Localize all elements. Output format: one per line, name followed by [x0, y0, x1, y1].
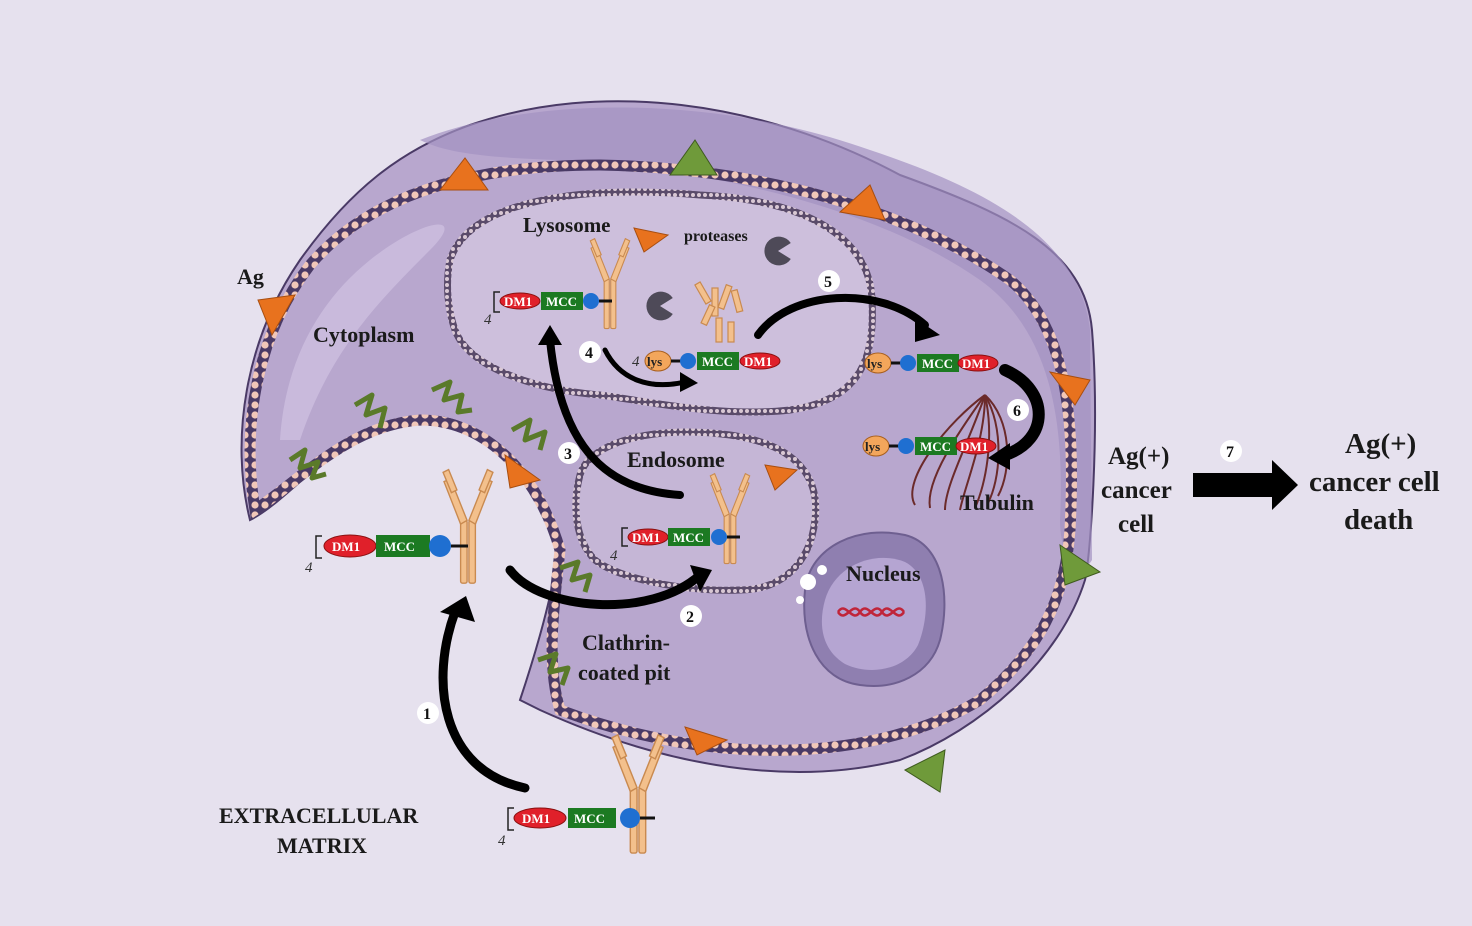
label-cell-1: Ag(+) — [1108, 443, 1169, 470]
svg-text:DM1: DM1 — [522, 811, 550, 826]
antigen-green — [1059, 543, 1102, 586]
step-badge-1: 1 — [417, 702, 439, 724]
payload-pit: 4 DM1 MCC — [305, 534, 468, 576]
svg-text:4: 4 — [305, 560, 313, 576]
svg-text:7: 7 — [1226, 444, 1234, 461]
antigen-green — [903, 749, 946, 793]
label-extracellular: EXTRACELLULAR — [219, 803, 419, 828]
label-death-2: cancer cell — [1309, 466, 1440, 498]
step-badge-3: 3 — [558, 442, 580, 464]
arrow-step-4 — [602, 347, 688, 388]
svg-text:4: 4 — [484, 312, 492, 328]
arrow-step-3 — [546, 336, 684, 499]
label-cell-2: cancer — [1101, 477, 1172, 504]
svg-text:4: 4 — [585, 345, 593, 362]
antibody-extracellular — [611, 734, 665, 854]
svg-text:5: 5 — [824, 274, 832, 291]
label-endosome: Endosome — [627, 447, 725, 472]
label-lysosome: Lysosome — [523, 213, 611, 237]
label-ag: Ag — [237, 264, 264, 289]
svg-text:4: 4 — [632, 354, 640, 370]
antibody-pit — [441, 468, 495, 585]
process-arrows — [438, 293, 1298, 793]
arrow-step-1 — [438, 607, 530, 793]
label-matrix: MATRIX — [277, 833, 367, 858]
label-tubulin: Tubulin — [960, 490, 1034, 515]
arrow-step-2 — [505, 565, 705, 610]
endosome — [572, 428, 820, 594]
lys-mcc-dm1-released: lys MCC DM1 — [864, 352, 999, 374]
step-badge-6: 6 — [1007, 399, 1029, 421]
clathrin-molecules — [288, 379, 593, 686]
svg-text:MCC: MCC — [702, 354, 733, 369]
svg-text:1: 1 — [423, 706, 431, 723]
arrow-step-6 — [999, 364, 1045, 461]
svg-text:DM1: DM1 — [504, 294, 532, 309]
lys-mcc-dm1-tubulin: lys MCC DM1 — [862, 435, 997, 457]
svg-text:2: 2 — [686, 609, 694, 626]
svg-text:lys: lys — [867, 356, 882, 371]
svg-text:DM1: DM1 — [960, 439, 988, 454]
svg-text:DM1: DM1 — [632, 530, 660, 545]
nucleus — [796, 531, 946, 687]
svg-text:MCC: MCC — [922, 356, 953, 371]
svg-text:DM1: DM1 — [962, 356, 990, 371]
antibody-fragments — [694, 281, 744, 343]
label-death-3: death — [1344, 504, 1413, 536]
label-cytoplasm: Cytoplasm — [313, 322, 414, 347]
step-badge-2: 2 — [680, 605, 702, 627]
arrow-step-7 — [1193, 473, 1273, 497]
lys-mcc-dm1-lysosome: 4 lys MCC DM1 — [632, 350, 781, 372]
label-coated-pit: coated pit — [578, 660, 671, 685]
label-cell-3: cell — [1118, 511, 1154, 538]
svg-text:MCC: MCC — [546, 294, 577, 309]
svg-text:DM1: DM1 — [332, 539, 360, 554]
label-proteases: proteases — [684, 228, 748, 245]
svg-text:MCC: MCC — [574, 811, 605, 826]
svg-text:4: 4 — [610, 548, 618, 564]
step-badge-4: 4 — [579, 341, 601, 363]
step-badges: 1 2 3 4 5 6 7 — [417, 270, 1242, 724]
antigen-orange — [438, 157, 489, 191]
payload-lysosome: 4 DM1 MCC — [484, 291, 612, 328]
diagram-labels: Ag Cytoplasm Lysosome proteases Endosome… — [219, 213, 1440, 858]
antigen-green — [669, 139, 718, 176]
svg-text:lys: lys — [865, 439, 880, 454]
svg-text:6: 6 — [1013, 403, 1021, 420]
antigen-orange — [1048, 371, 1091, 406]
cell-outer-shadow — [420, 107, 1092, 568]
payload-extracellular: 4 DM1 MCC — [498, 807, 655, 849]
label-death-1: Ag(+) — [1345, 428, 1416, 460]
svg-text:lys: lys — [647, 354, 662, 369]
antigen-orange — [633, 227, 670, 253]
cytoplasm-highlight — [280, 224, 445, 440]
antigen-orange — [764, 464, 799, 491]
payload-endosome: 4 DM1 MCC — [610, 527, 740, 564]
svg-text:4: 4 — [498, 833, 506, 849]
step-badge-5: 5 — [818, 270, 840, 292]
step-badge-7: 7 — [1220, 440, 1242, 462]
antigens — [257, 139, 1102, 793]
svg-text:MCC: MCC — [384, 539, 415, 554]
arrow-step-5 — [754, 293, 929, 339]
svg-text:MCC: MCC — [920, 439, 951, 454]
antigen-orange — [838, 184, 886, 221]
antigen-orange — [684, 726, 729, 756]
label-nucleus: Nucleus — [846, 561, 921, 586]
svg-text:3: 3 — [564, 446, 572, 463]
label-clathrin: Clathrin- — [582, 630, 670, 655]
antigen-orange — [257, 294, 296, 337]
antigen-orange — [504, 453, 542, 489]
svg-text:DM1: DM1 — [744, 354, 772, 369]
svg-text:MCC: MCC — [673, 530, 704, 545]
